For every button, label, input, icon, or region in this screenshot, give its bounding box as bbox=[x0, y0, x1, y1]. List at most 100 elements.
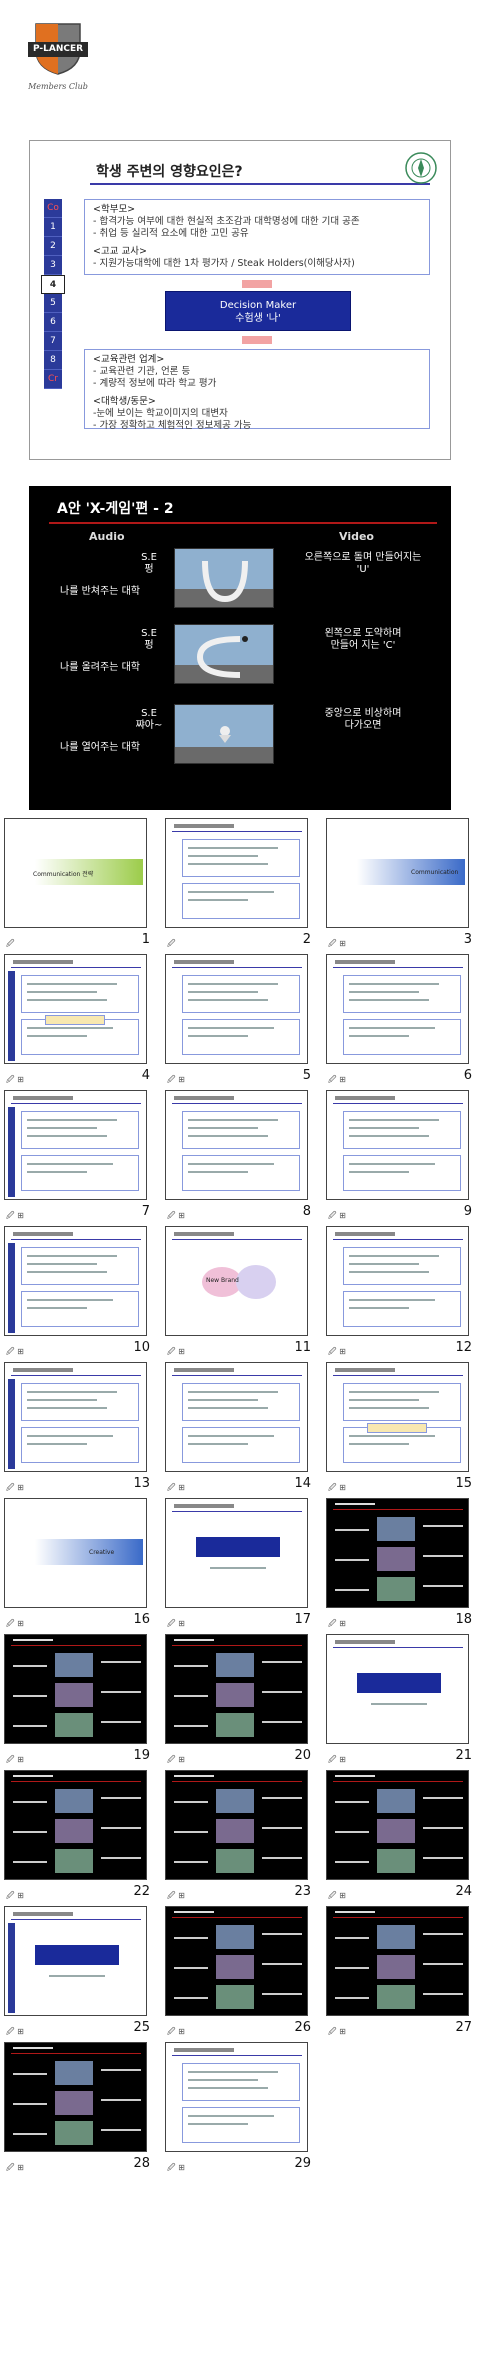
note-icon[interactable]: 🖉 ⊞ bbox=[167, 1755, 185, 1764]
thumbnail-preview[interactable] bbox=[326, 1770, 469, 1880]
thumbnail-preview[interactable] bbox=[4, 1770, 147, 1880]
slide-thumbnail[interactable]: 🖉 ⊞14 bbox=[161, 1362, 319, 1500]
note-icon[interactable]: 🖉 ⊞ bbox=[167, 2163, 185, 2172]
thumbnail-preview[interactable] bbox=[165, 1090, 308, 1200]
thumbnail-preview[interactable] bbox=[326, 1362, 469, 1472]
sidebar-item[interactable]: 5 bbox=[44, 294, 62, 313]
slide-thumbnail[interactable]: 🖉 ⊞12 bbox=[322, 1226, 480, 1364]
sidebar-item[interactable]: 6 bbox=[44, 313, 62, 332]
note-icon[interactable]: 🖉 ⊞ bbox=[167, 1347, 185, 1356]
thumbnail-preview[interactable] bbox=[326, 1634, 469, 1744]
note-icon[interactable]: 🖉 ⊞ bbox=[167, 1075, 185, 1084]
slide-thumbnail[interactable]: Communication🖉 ⊞3 bbox=[322, 818, 480, 956]
note-icon[interactable]: 🖉 ⊞ bbox=[328, 1211, 346, 1220]
thumbnail-preview[interactable] bbox=[165, 1362, 308, 1472]
slide-thumbnail[interactable]: 🖉 ⊞15 bbox=[322, 1362, 480, 1500]
note-icon[interactable]: 🖉 ⊞ bbox=[6, 2027, 24, 2036]
slide-thumbnail[interactable]: 🖉 ⊞29 bbox=[161, 2042, 319, 2180]
thumbnail-preview[interactable]: New Brand bbox=[165, 1226, 308, 1336]
sidebar-item[interactable]: Co bbox=[44, 199, 62, 218]
sidebar-item[interactable]: 7 bbox=[44, 332, 62, 351]
thumbnail-preview[interactable] bbox=[326, 1498, 469, 1608]
slide-thumbnail[interactable]: 🖉 ⊞10 bbox=[0, 1226, 158, 1364]
slide-thumbnail[interactable]: New Brand🖉 ⊞11 bbox=[161, 1226, 319, 1364]
sidebar-item[interactable]: 8 bbox=[44, 351, 62, 370]
note-icon[interactable]: 🖉 ⊞ bbox=[167, 2027, 185, 2036]
note-icon[interactable]: 🖉 ⊞ bbox=[6, 1891, 24, 1900]
sidebar-item[interactable]: 3 bbox=[44, 256, 62, 275]
sidebar-item-active[interactable]: 4 bbox=[41, 275, 65, 294]
note-icon[interactable]: 🖉 ⊞ bbox=[328, 1075, 346, 1084]
note-icon[interactable]: 🖉 ⊞ bbox=[6, 1619, 24, 1628]
slide-thumbnail[interactable]: Creative🖉 ⊞16 bbox=[0, 1498, 158, 1636]
thumbnail-preview[interactable] bbox=[165, 818, 308, 928]
chapter-sidebar[interactable]: Co 1 2 3 4 5 6 7 8 Cr bbox=[41, 199, 65, 389]
note-icon[interactable]: 🖉 ⊞ bbox=[328, 1347, 346, 1356]
thumbnail-preview[interactable] bbox=[165, 1634, 308, 1744]
note-icon[interactable]: 🖉 bbox=[167, 939, 176, 948]
slide-thumbnail[interactable]: 🖉 ⊞9 bbox=[322, 1090, 480, 1228]
note-icon[interactable]: 🖉 ⊞ bbox=[167, 1211, 185, 1220]
note-icon[interactable]: 🖉 ⊞ bbox=[167, 1619, 185, 1628]
slide-thumbnail[interactable]: 🖉 ⊞5 bbox=[161, 954, 319, 1092]
thumbnail-preview[interactable] bbox=[4, 954, 147, 1064]
slide-thumbnail[interactable]: 🖉 ⊞18 bbox=[322, 1498, 480, 1636]
note-icon[interactable]: 🖉 ⊞ bbox=[6, 1075, 24, 1084]
slide-x-game[interactable]: A안 'X-게임'편 - 2 Audio Video S.E 펑 나를 반쳐주는… bbox=[29, 486, 451, 810]
slide-thumbnail[interactable]: 🖉 ⊞26 bbox=[161, 1906, 319, 2044]
thumbnail-preview[interactable] bbox=[4, 1090, 147, 1200]
note-icon[interactable]: 🖉 ⊞ bbox=[6, 1483, 24, 1492]
thumbnail-preview[interactable]: Communication bbox=[326, 818, 469, 928]
thumbnail-preview[interactable] bbox=[165, 954, 308, 1064]
thumbnail-preview[interactable] bbox=[165, 1498, 308, 1608]
thumbnail-preview[interactable] bbox=[4, 1226, 147, 1336]
note-icon[interactable]: 🖉 ⊞ bbox=[328, 939, 346, 948]
slide-thumbnail[interactable]: 🖉 ⊞20 bbox=[161, 1634, 319, 1772]
note-icon[interactable]: 🖉 ⊞ bbox=[6, 1211, 24, 1220]
slide-thumbnail[interactable]: 🖉 ⊞7 bbox=[0, 1090, 158, 1228]
thumbnail-preview[interactable]: Communication 전략 bbox=[4, 818, 147, 928]
note-icon[interactable]: 🖉 ⊞ bbox=[328, 1483, 346, 1492]
thumbnail-preview[interactable] bbox=[4, 1906, 147, 2016]
sidebar-item[interactable]: 1 bbox=[44, 218, 62, 237]
thumbnail-preview[interactable]: Creative bbox=[4, 1498, 147, 1608]
slide-thumbnail[interactable]: 🖉 ⊞24 bbox=[322, 1770, 480, 1908]
sidebar-item[interactable]: Cr bbox=[44, 370, 62, 389]
slide-thumbnail[interactable]: 🖉 ⊞21 bbox=[322, 1634, 480, 1772]
thumbnail-preview[interactable] bbox=[4, 2042, 147, 2152]
note-icon[interactable]: 🖉 ⊞ bbox=[328, 1755, 346, 1764]
slide-thumbnail[interactable]: 🖉 ⊞27 bbox=[322, 1906, 480, 2044]
slide-thumbnail[interactable]: 🖉 ⊞4 bbox=[0, 954, 158, 1092]
thumbnail-preview[interactable] bbox=[326, 1090, 469, 1200]
note-icon[interactable]: 🖉 ⊞ bbox=[6, 2163, 24, 2172]
thumbnail-preview[interactable] bbox=[326, 1906, 469, 2016]
thumbnail-preview[interactable] bbox=[4, 1362, 147, 1472]
sidebar-item[interactable]: 2 bbox=[44, 237, 62, 256]
slide-thumbnail[interactable]: 🖉 ⊞23 bbox=[161, 1770, 319, 1908]
note-icon[interactable]: 🖉 ⊞ bbox=[6, 1347, 24, 1356]
note-icon[interactable]: 🖉 ⊞ bbox=[167, 1891, 185, 1900]
note-icon[interactable]: 🖉 ⊞ bbox=[328, 1891, 346, 1900]
slide-thumbnail[interactable]: 🖉 ⊞28 bbox=[0, 2042, 158, 2180]
note-icon[interactable]: 🖉 ⊞ bbox=[328, 2027, 346, 2036]
note-icon[interactable]: 🖉 ⊞ bbox=[6, 1755, 24, 1764]
thumbnail-preview[interactable] bbox=[165, 1906, 308, 2016]
slide-influences[interactable]: 학생 주변의 영향요인은? Co 1 2 3 4 5 6 7 8 Cr <학부모… bbox=[29, 140, 451, 460]
note-icon[interactable]: 🖉 ⊞ bbox=[167, 1483, 185, 1492]
note-icon[interactable]: 🖉 bbox=[6, 939, 15, 948]
thumbnail-preview[interactable] bbox=[326, 954, 469, 1064]
thumbnail-preview[interactable] bbox=[4, 1634, 147, 1744]
slide-thumbnail[interactable]: Communication 전략🖉1 bbox=[0, 818, 158, 956]
slide-thumbnail[interactable]: 🖉 ⊞6 bbox=[322, 954, 480, 1092]
note-icon[interactable]: 🖉 ⊞ bbox=[328, 1619, 346, 1628]
slide-thumbnail[interactable]: 🖉 ⊞13 bbox=[0, 1362, 158, 1500]
thumbnail-preview[interactable] bbox=[326, 1226, 469, 1336]
slide-thumbnail[interactable]: 🖉 ⊞19 bbox=[0, 1634, 158, 1772]
thumbnail-preview[interactable] bbox=[165, 1770, 308, 1880]
slide-thumbnail[interactable]: 🖉 ⊞22 bbox=[0, 1770, 158, 1908]
slide-thumbnail[interactable]: 🖉 ⊞17 bbox=[161, 1498, 319, 1636]
slide-thumbnail[interactable]: 🖉 ⊞8 bbox=[161, 1090, 319, 1228]
slide-thumbnail[interactable]: 🖉 ⊞25 bbox=[0, 1906, 158, 2044]
thumbnail-preview[interactable] bbox=[165, 2042, 308, 2152]
slide-thumbnail[interactable]: 🖉2 bbox=[161, 818, 319, 956]
